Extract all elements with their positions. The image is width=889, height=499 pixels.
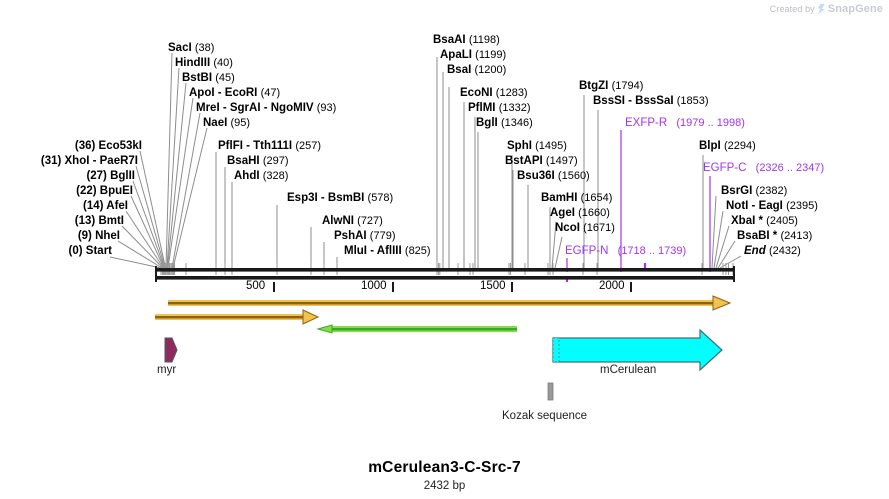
site-label-ncoi: NcoI (1671) bbox=[555, 222, 615, 234]
site-label-eco53ki: (36) Eco53kI bbox=[74, 140, 142, 152]
ruler-tick-1500: 1500 bbox=[480, 280, 506, 292]
ruler-ticks bbox=[273, 282, 632, 292]
primer-label-exfp-r: EXFP-R (1979 .. 1998) bbox=[625, 117, 745, 129]
site-label-btgzi: BtgZI (1794) bbox=[579, 80, 644, 92]
site-label-noti-eagi: NotI - EagI (2395) bbox=[726, 200, 818, 212]
watermark-brand: SnapGene bbox=[827, 3, 883, 15]
site-label-bstapi: BstAPI (1497) bbox=[505, 155, 578, 167]
site-label-bsaai: BsaAI (1198) bbox=[433, 34, 500, 46]
site-label-nhei: (9) NheI bbox=[77, 230, 120, 242]
site-label-mrei-sgrai-ngomiv: MreI - SgrAI - NgoMIV (93) bbox=[196, 102, 337, 114]
site-label-bsabi: BsaBI * (2413) bbox=[737, 230, 813, 242]
site-label-agei: AgeI (1660) bbox=[550, 207, 610, 219]
site-label-naei: NaeI (95) bbox=[203, 117, 251, 129]
site-label-pshai: PshAI (779) bbox=[334, 230, 396, 242]
site-label-bglii: (27) BglII bbox=[86, 170, 135, 182]
site-label-alwni: AlwNI (727) bbox=[322, 215, 383, 227]
feature-arrow-green-reverse bbox=[316, 324, 517, 334]
feature-myr bbox=[164, 337, 178, 363]
plasmid-backbone bbox=[155, 266, 735, 282]
site-label-apoi-ecori: ApoI - EcoRI (47) bbox=[189, 87, 281, 99]
feature-label-mcerulean: mCerulean bbox=[600, 364, 657, 376]
feature-arrow-orange-short bbox=[155, 309, 320, 325]
snapgene-logo-icon bbox=[817, 3, 825, 15]
site-label-bsrgi: BsrGI (2382) bbox=[721, 185, 788, 197]
site-label-bsahi: BsaHI (297) bbox=[227, 155, 289, 167]
feature-kozak bbox=[547, 382, 554, 401]
snapgene-watermark: Created by SnapGene bbox=[770, 3, 883, 15]
watermark-prefix: Created by bbox=[769, 4, 815, 14]
feature-label-kozak: Kozak sequence bbox=[502, 410, 588, 422]
site-label-econi: EcoNI (1283) bbox=[460, 87, 528, 99]
ruler-tick-2000: 2000 bbox=[599, 280, 625, 292]
leader-lines-left bbox=[109, 150, 166, 269]
site-label-apali: ApaLI (1199) bbox=[440, 49, 507, 61]
site-label-bsssi-bsssai: BssSI - BssSaI (1853) bbox=[593, 95, 709, 107]
site-label-bpuei: (22) BpuEI bbox=[76, 185, 133, 197]
plasmid-size: 2432 bp bbox=[423, 480, 466, 492]
site-label-afei: (14) AfeI bbox=[83, 200, 128, 212]
site-label-blpi: BlpI (2294) bbox=[699, 140, 756, 152]
site-label-bsu36i: Bsu36I (1560) bbox=[517, 170, 590, 182]
site-label-esp3i-bsmbi: Esp3I - BsmBI (578) bbox=[287, 192, 394, 204]
site-label-bsai: BsaI (1200) bbox=[447, 64, 507, 76]
feature-arrow-orange-long bbox=[168, 295, 732, 311]
site-label-hindiii: HindIII (40) bbox=[175, 57, 233, 69]
site-label-bmti: (13) BmtI bbox=[74, 215, 124, 227]
site-label-mlui-afliii: MluI - AflIII (825) bbox=[344, 245, 431, 257]
site-label-bstbi: BstBI (45) bbox=[182, 72, 235, 84]
site-label-xbai: XbaI * (2405) bbox=[731, 215, 798, 227]
site-label-saci: SacI (38) bbox=[168, 42, 215, 54]
primer-label-egfp-n: EGFP-N (1718 .. 1739) bbox=[565, 245, 687, 257]
site-label-xhoi-paer7i: (31) XhoI - PaeR7I bbox=[40, 155, 138, 167]
site-label-bgli: BglI (1346) bbox=[476, 117, 533, 129]
site-label-end: End (2432) bbox=[744, 245, 801, 257]
leader-lines-origin-fan bbox=[165, 52, 208, 269]
ruler-tick-1000: 1000 bbox=[361, 280, 387, 292]
primer-label-egfp-c: EGFP-C (2326 .. 2347) bbox=[703, 162, 825, 174]
ruler-tick-500: 500 bbox=[246, 280, 266, 292]
plasmid-title-block: mCerulean3-C-Src-7 2432 bp bbox=[0, 459, 889, 492]
site-label-bamhi: BamHI (1654) bbox=[541, 192, 613, 204]
site-label-start: (0) Start bbox=[68, 245, 112, 257]
site-label-ahdi: AhdI (328) bbox=[234, 170, 289, 182]
site-label-pflfi-tth111i: PflFI - Tth111I (257) bbox=[218, 140, 322, 152]
plasmid-name: mCerulean3-C-Src-7 bbox=[368, 459, 521, 476]
feature-label-myr: myr bbox=[157, 364, 177, 376]
feature-mcerulean bbox=[552, 328, 723, 372]
site-label-pflmi: PflMI (1332) bbox=[468, 102, 531, 114]
leader-lines-vertical bbox=[215, 57, 742, 269]
site-label-sphi: SphI (1495) bbox=[507, 140, 567, 152]
